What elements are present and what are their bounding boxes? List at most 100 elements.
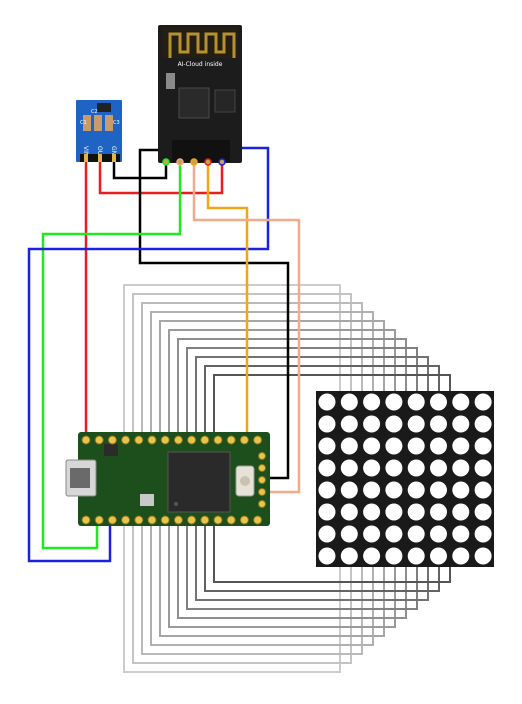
teensy-pin-top-3 (107, 435, 117, 445)
matrix-led (318, 503, 336, 521)
matrix-led (340, 503, 358, 521)
matrix-led (340, 415, 358, 433)
matrix-led (474, 437, 492, 455)
matrix-led (318, 393, 336, 411)
teensy-pin-top-8 (173, 435, 183, 445)
matrix-led (340, 393, 358, 411)
matrix-led (407, 525, 425, 543)
teensy-pin-bottom-5 (134, 515, 144, 525)
matrix-led (385, 481, 403, 499)
esp-label: AI-Cloud inside (178, 61, 223, 68)
matrix-led (407, 437, 425, 455)
matrix-led (385, 393, 403, 411)
regulator-cap-3 (105, 115, 113, 131)
matrix-led (340, 481, 358, 499)
teensy-small-chip (104, 444, 118, 456)
matrix-led (363, 525, 381, 543)
matrix-led (363, 415, 381, 433)
regulator-cap-1 (83, 115, 91, 131)
regulator-pin-3 (112, 154, 116, 162)
regulator-pin-vin: VIN (82, 146, 89, 156)
matrix-led (318, 459, 336, 477)
matrix-led (430, 415, 447, 433)
teensy-pin-side-5 (258, 500, 266, 508)
teensy-pin-top-6 (147, 435, 157, 445)
wire-salmon (192, 162, 301, 494)
matrix-led (363, 547, 381, 565)
teensy-pin-bottom-13 (239, 515, 249, 525)
wire-orange (206, 162, 249, 440)
matrix-led (452, 525, 470, 543)
matrix-led (385, 459, 403, 477)
matrix-led (452, 415, 470, 433)
matrix-led (430, 437, 447, 455)
matrix-led (385, 525, 403, 543)
regulator-cap-label-1: C1 (80, 120, 87, 126)
teensy-pin-bottom-2 (94, 515, 104, 525)
esp-chip (178, 87, 210, 119)
teensy-pin-bottom-4 (121, 515, 131, 525)
matrix-led (452, 459, 470, 477)
matrix-led (474, 503, 492, 521)
esp-crystal (166, 73, 175, 89)
wire-red-esp (98, 158, 224, 195)
regulator-pin-1 (84, 154, 88, 162)
matrix-led (474, 525, 492, 543)
teensy-pin-bottom-14 (253, 515, 263, 525)
teensy-pin-side-2 (258, 464, 266, 472)
regulator-module: C1 C2 C3 VIN OUT GND (76, 100, 122, 162)
teensy-pin-side-4 (258, 488, 266, 496)
teensy-pin-bottom-7 (160, 515, 170, 525)
matrix-led (407, 481, 425, 499)
teensy-pin-top-5 (134, 435, 144, 445)
teensy-pin-bottom-8 (173, 515, 183, 525)
teensy-pin-top-7 (160, 435, 170, 445)
regulator-cap-label-3: C3 (113, 120, 120, 126)
matrix-led (474, 459, 492, 477)
led-matrix (316, 391, 494, 567)
regulator-pin-out: OUT (96, 146, 103, 159)
esp8266-module: AI-Cloud inside (158, 25, 242, 163)
matrix-led (452, 437, 470, 455)
teensy-pin-bottom-9 (187, 515, 197, 525)
matrix-led (474, 393, 492, 411)
teensy-usb-inner (70, 468, 90, 488)
teensy-pin-top-11 (213, 435, 223, 445)
teensy-button-cap (240, 476, 250, 486)
teensy-pin-top-1 (81, 435, 91, 445)
matrix-led (430, 481, 447, 499)
matrix-led (363, 503, 381, 521)
matrix-led (430, 393, 447, 411)
matrix-led (452, 393, 470, 411)
matrix-led (430, 547, 447, 565)
teensy-pin-side-3 (258, 476, 266, 484)
teensy-pin-bottom-10 (200, 515, 210, 525)
teensy-pin-top-9 (187, 435, 197, 445)
teensy-mcu (167, 451, 231, 513)
matrix-led (318, 525, 336, 543)
teensy-pin-top-13 (239, 435, 249, 445)
esp-pin-2 (176, 158, 184, 166)
esp-pin-1 (162, 158, 170, 166)
teensy-pin-holes (81, 435, 266, 525)
matrix-led (430, 503, 447, 521)
matrix-led-grid (318, 393, 492, 565)
teensy-board (65, 432, 270, 526)
regulator-cap-label-2: C2 (91, 109, 98, 115)
matrix-led (340, 459, 358, 477)
matrix-led (474, 547, 492, 565)
teensy-crystal (140, 494, 154, 506)
matrix-led (340, 547, 358, 565)
teensy-pin-bottom-11 (213, 515, 223, 525)
matrix-led (474, 481, 492, 499)
matrix-led (363, 393, 381, 411)
teensy-pin-top-2 (94, 435, 104, 445)
regulator-chip (97, 103, 111, 112)
matrix-led (385, 415, 403, 433)
matrix-body (316, 391, 494, 567)
teensy-pin-side-1 (258, 452, 266, 460)
teensy-pin-top-4 (121, 435, 131, 445)
teensy-pin-bottom-3 (107, 515, 117, 525)
